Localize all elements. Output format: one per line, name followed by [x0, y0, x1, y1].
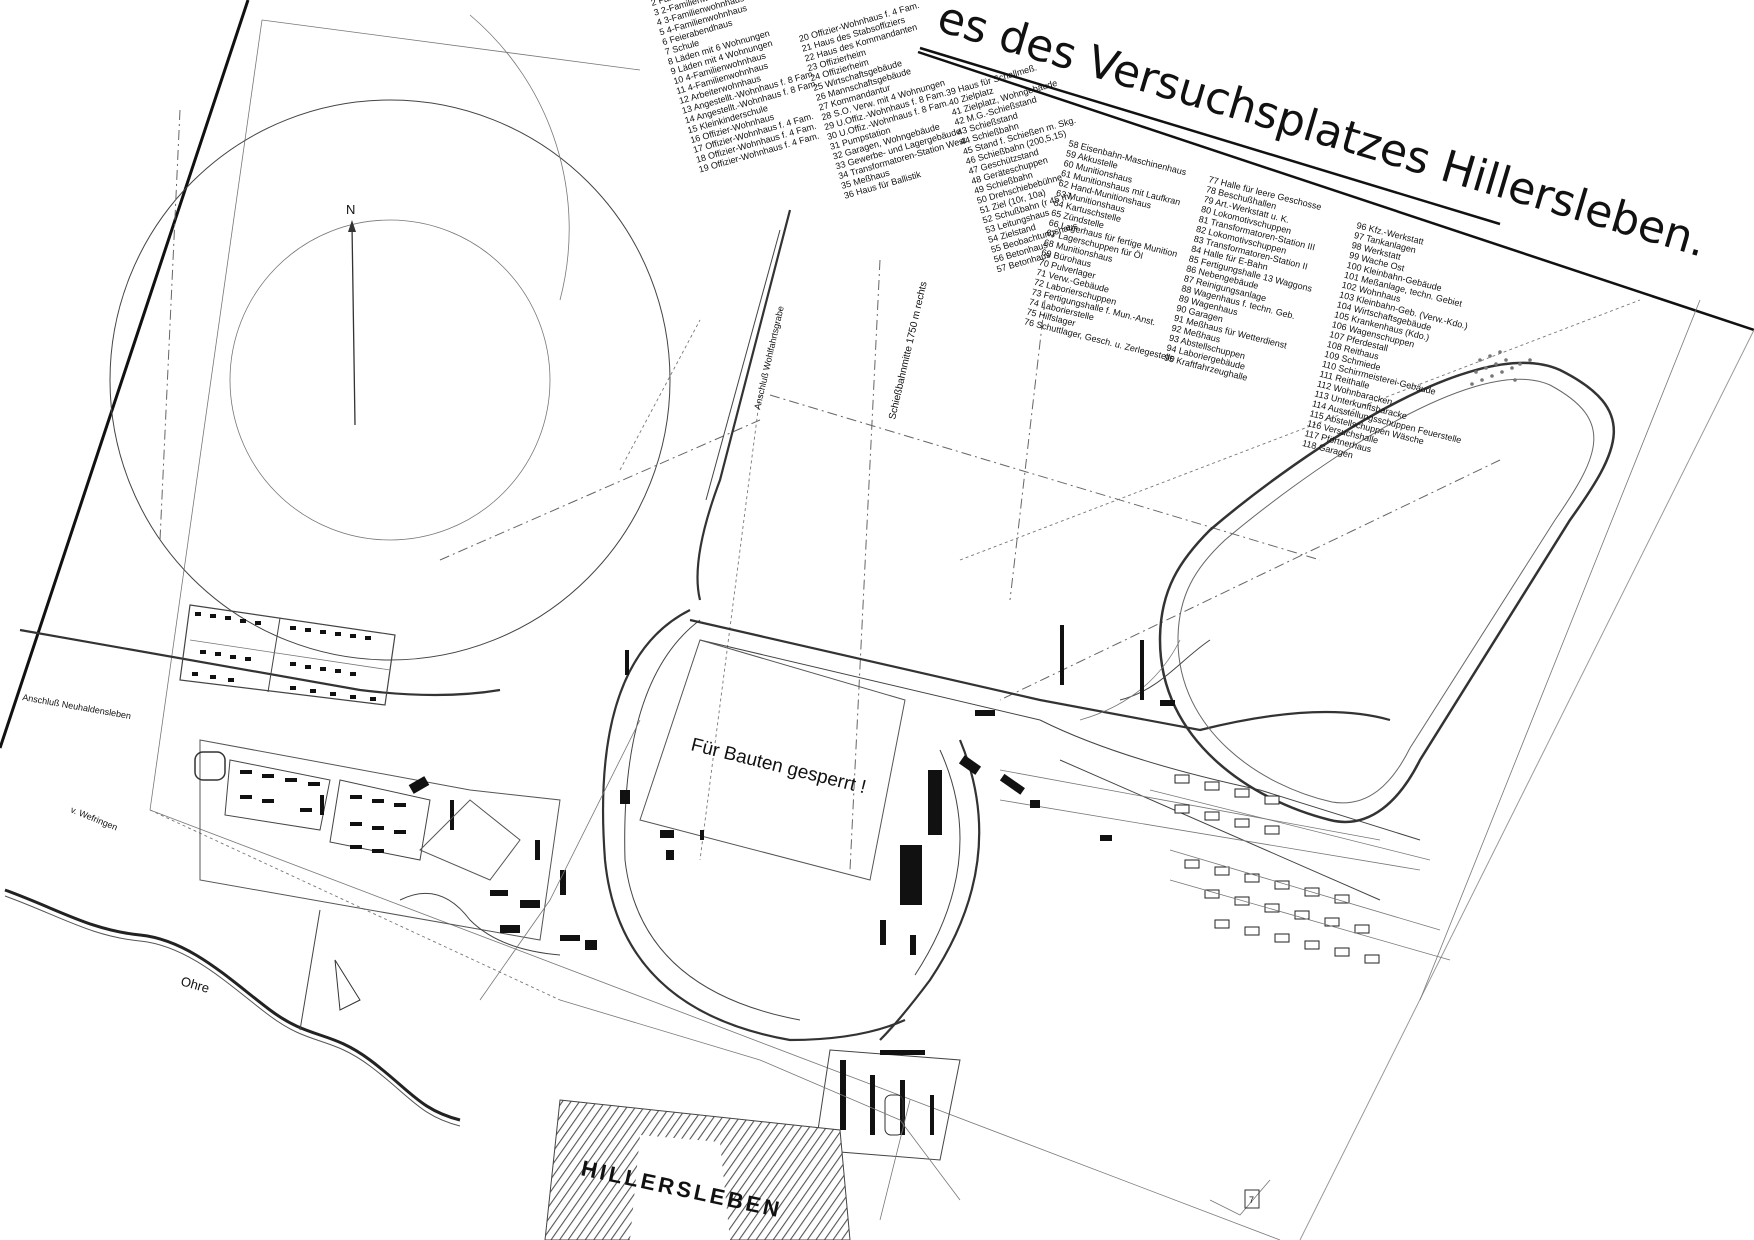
- north-label: N: [346, 202, 355, 217]
- residential-area-west: [179, 604, 396, 706]
- small-box-label: 7: [1249, 1195, 1254, 1205]
- central-buildings: [620, 625, 1175, 955]
- residential-area-central: [194, 739, 597, 956]
- river-label: Ohre: [179, 973, 211, 995]
- range-circles: [109, 14, 671, 661]
- railway-lines: [19, 209, 1421, 1042]
- south-complex: [814, 1049, 961, 1161]
- small-map-box: [1244, 1189, 1260, 1209]
- inner-frame: [149, 19, 1281, 1240]
- legend-col-1: 2 Familienwohnhaus3 2-Familienwohnhaus4 …: [650, 0, 833, 175]
- north-arrow-icon: [348, 220, 356, 426]
- legend-col-5: 77 Halle für leere Geschosse78 Beschußha…: [1163, 174, 1333, 393]
- restricted-area: [639, 639, 906, 881]
- siding-label: Anschluß Wohlfahrtsgrabe: [752, 305, 786, 410]
- legend-col-2: 20 Offizier-Wohnhaus f. 4 Fam.21 Haus de…: [798, 0, 973, 201]
- legend-col-6: 96 Kfz.-Werkstatt97 Tankanlagen98 Werkst…: [1301, 220, 1507, 485]
- railway-label-west: v. Wefringen: [69, 805, 119, 833]
- town-hatch-pattern: [544, 1099, 851, 1240]
- survey-lines: [149, 109, 1701, 1001]
- warehouse-rows-east: [1149, 774, 1451, 964]
- tree-dots: [1470, 350, 1532, 386]
- roads: [299, 719, 1271, 1221]
- test-track-oval: [1079, 361, 1616, 824]
- river-symbol: [4, 888, 461, 1127]
- railway-label-north: Anschluß Neuhaldensleben: [22, 692, 132, 721]
- title-underline: [919, 46, 1501, 226]
- shooting-track-label: Schießbahnmitte 1750 m rechts: [887, 281, 929, 421]
- restricted-area-label: Für Bauten gesperrt !: [689, 734, 868, 798]
